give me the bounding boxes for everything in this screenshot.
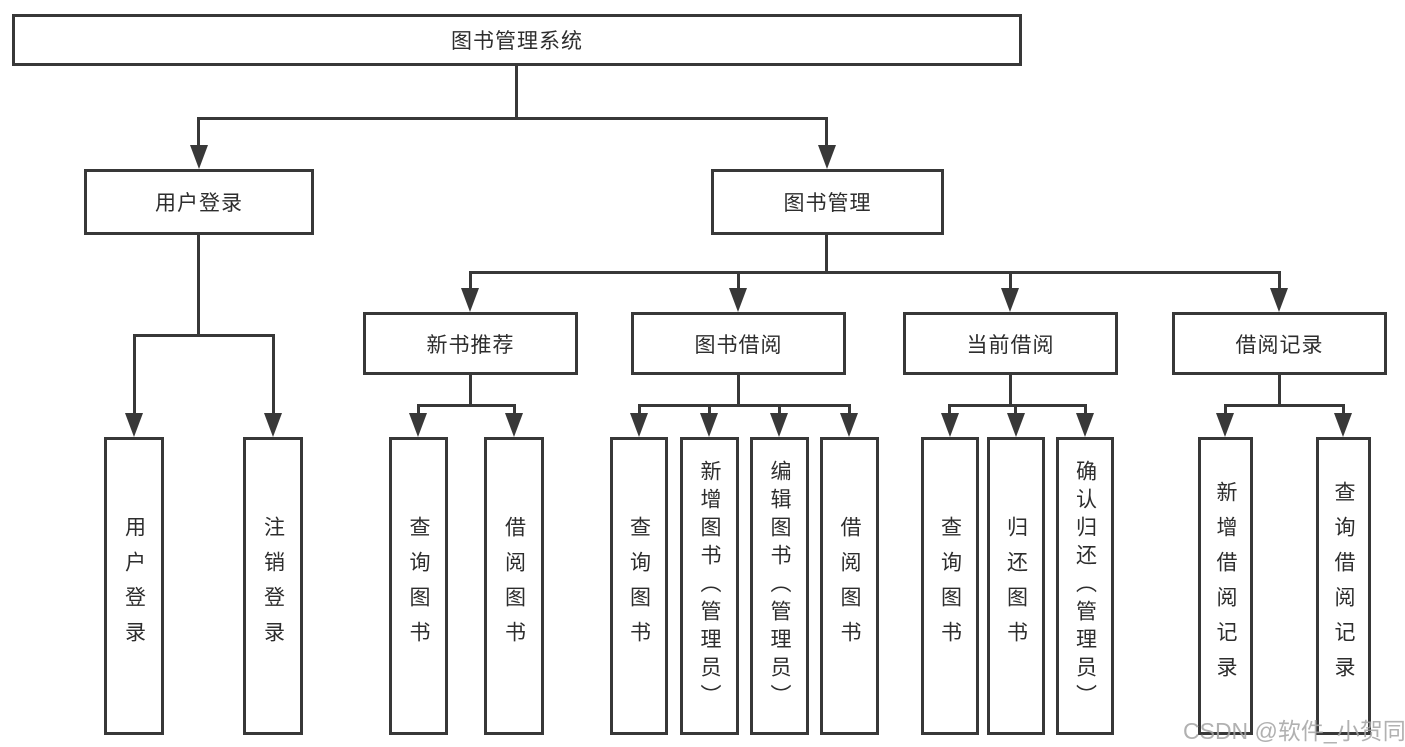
arrow-down-icon — [630, 413, 648, 437]
leaf-bb-add-books-admin-label: 新增图书（管理员） — [698, 460, 721, 712]
connector-line — [1009, 271, 1012, 292]
arrow-down-icon — [409, 413, 427, 437]
connector-line — [778, 404, 781, 417]
connector-line — [848, 404, 851, 417]
arrow-down-icon — [729, 288, 747, 312]
connector-line — [1014, 404, 1017, 417]
node-root: 图书管理系统 — [12, 14, 1022, 66]
leaf-user-login-label: 用户登录 — [122, 516, 146, 656]
connector-line — [272, 334, 275, 417]
node-borrow-records: 借阅记录 — [1172, 312, 1387, 375]
leaf-cb-return-books-label: 归还图书 — [1004, 516, 1028, 656]
leaf-br-add-record-label: 新增借阅记录 — [1214, 481, 1237, 691]
leaf-nbr-borrow-books: 借阅图书 — [484, 437, 544, 735]
watermark: CSDN @软件_小贺同学 — [1183, 718, 1405, 744]
arrow-down-icon — [1076, 413, 1094, 437]
connector-line — [948, 404, 1087, 407]
arrow-down-icon — [818, 145, 836, 169]
connector-line — [417, 404, 516, 407]
arrow-down-icon — [264, 413, 282, 437]
connector-line — [1224, 404, 1345, 407]
connector-line — [1084, 404, 1087, 417]
node-new-book-recommend: 新书推荐 — [363, 312, 578, 375]
connector-line — [133, 334, 274, 337]
connector-line — [417, 404, 420, 417]
leaf-br-query-record-label: 查询借阅记录 — [1332, 481, 1355, 691]
node-current-borrow-label: 当前借阅 — [966, 333, 1055, 357]
leaf-br-add-record: 新增借阅记录 — [1198, 437, 1253, 735]
leaf-cb-query-books-label: 查询图书 — [938, 516, 962, 656]
arrow-down-icon — [125, 413, 143, 437]
arrow-down-icon — [1007, 413, 1025, 437]
node-user-login: 用户登录 — [84, 169, 314, 235]
connector-line — [1278, 375, 1281, 407]
leaf-bb-borrow-books: 借阅图书 — [820, 437, 879, 735]
connector-line — [197, 235, 200, 337]
arrow-down-icon — [840, 413, 858, 437]
leaf-bb-borrow-books-label: 借阅图书 — [838, 516, 861, 656]
connector-line — [469, 271, 472, 292]
leaf-bb-edit-books-admin-label: 编辑图书（管理员） — [768, 460, 791, 712]
leaf-logout: 注销登录 — [243, 437, 303, 735]
leaf-cb-confirm-return-admin: 确认归还（管理员） — [1056, 437, 1114, 735]
connector-line — [948, 404, 951, 417]
connector-line — [638, 404, 641, 417]
leaf-bb-edit-books-admin: 编辑图书（管理员） — [750, 437, 809, 735]
node-book-borrow: 图书借阅 — [631, 312, 846, 375]
arrow-down-icon — [461, 288, 479, 312]
connector-line — [825, 117, 828, 150]
node-current-borrow: 当前借阅 — [903, 312, 1118, 375]
node-book-management: 图书管理 — [711, 169, 944, 235]
arrow-down-icon — [1216, 413, 1234, 437]
leaf-nbr-query-books-label: 查询图书 — [407, 516, 430, 656]
connector-line — [513, 404, 516, 417]
arrow-down-icon — [770, 413, 788, 437]
leaf-nbr-borrow-books-label: 借阅图书 — [502, 516, 526, 656]
leaf-cb-confirm-return-admin-label: 确认归还（管理员） — [1073, 460, 1097, 712]
node-book-management-label: 图书管理 — [783, 192, 872, 215]
arrow-down-icon — [190, 145, 208, 169]
connector-line — [737, 375, 740, 407]
connector-line — [737, 271, 740, 292]
connector-line — [469, 271, 1281, 274]
leaf-cb-query-books: 查询图书 — [921, 437, 979, 735]
arrow-down-icon — [1001, 288, 1019, 312]
connector-line — [1342, 404, 1345, 417]
connector-line — [1278, 271, 1281, 292]
connector-line — [1009, 375, 1012, 407]
connector-line — [825, 235, 828, 274]
arrow-down-icon — [505, 413, 523, 437]
node-root-label: 图书管理系统 — [451, 30, 583, 53]
connector-line — [133, 334, 136, 417]
connector-line — [469, 375, 472, 407]
leaf-logout-label: 注销登录 — [261, 516, 285, 656]
node-borrow-records-label: 借阅记录 — [1235, 333, 1324, 357]
leaf-bb-query-books-label: 查询图书 — [627, 516, 651, 656]
connector-line — [708, 404, 711, 417]
arrow-down-icon — [1270, 288, 1288, 312]
node-user-login-label: 用户登录 — [155, 192, 243, 215]
arrow-down-icon — [1334, 413, 1352, 437]
connector-line — [515, 66, 518, 120]
leaf-bb-add-books-admin: 新增图书（管理员） — [680, 437, 739, 735]
leaf-user-login: 用户登录 — [104, 437, 164, 735]
connector-line — [1224, 404, 1227, 417]
leaf-nbr-query-books: 查询图书 — [389, 437, 448, 735]
node-new-book-recommend-label: 新书推荐 — [426, 333, 515, 357]
connector-line — [198, 117, 828, 120]
leaf-cb-return-books: 归还图书 — [987, 437, 1045, 735]
connector-line — [638, 404, 851, 407]
node-book-borrow-label: 图书借阅 — [694, 333, 783, 357]
arrow-down-icon — [700, 413, 718, 437]
connector-line — [197, 117, 200, 150]
leaf-br-query-record: 查询借阅记录 — [1316, 437, 1371, 735]
leaf-bb-query-books: 查询图书 — [610, 437, 668, 735]
arrow-down-icon — [941, 413, 959, 437]
